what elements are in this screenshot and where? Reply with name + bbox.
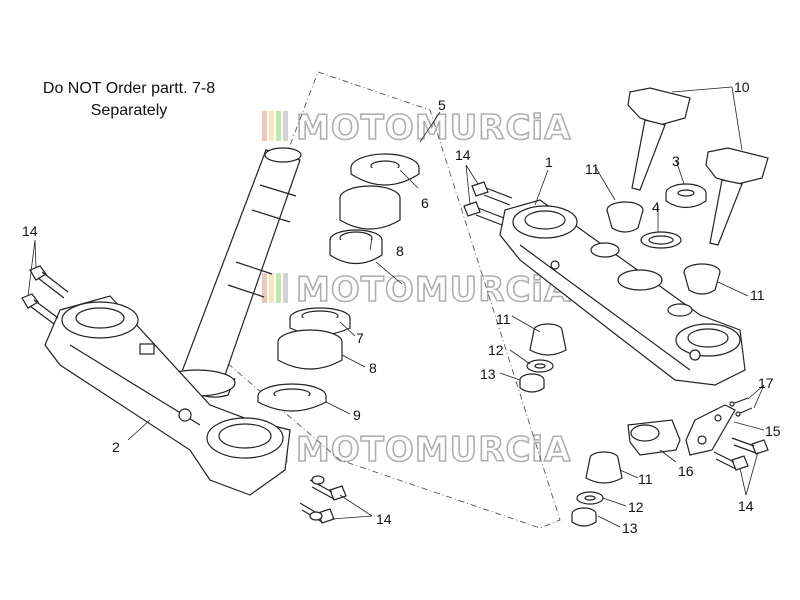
watermark-top: MOTOMURCiA [262, 107, 571, 150]
bolt-14-right-a [731, 437, 769, 455]
nut-13-b [571, 507, 597, 527]
callout-16: 16 [678, 463, 694, 479]
ordering-note-line1: Do NOT Order partt. 7-8 [42, 80, 216, 97]
bolt-14-bottom-upper [309, 475, 347, 501]
callout-9: 9 [353, 407, 361, 423]
dust-seal-6 [350, 153, 420, 186]
callout-12-mid: 12 [488, 342, 504, 358]
upper-triple-clamp [499, 199, 746, 386]
watermark-bottom: MOTOMURCiA [262, 429, 571, 472]
callout-15: 15 [765, 423, 781, 439]
grommet-11-d [585, 451, 623, 484]
callout-6: 6 [421, 195, 429, 211]
bolt-14-upper-b [463, 201, 505, 226]
callout-8-lower: 8 [369, 360, 377, 376]
callout-7: 7 [356, 330, 364, 346]
ordering-note: Do NOT Order partt. 7-8 Separately [14, 78, 244, 122]
handlebar-riser-10-left [627, 87, 691, 191]
damper-block-16 [627, 419, 681, 456]
leader-lines [27, 86, 765, 528]
steering-stem [158, 147, 302, 398]
callout-11-right: 11 [750, 287, 765, 303]
bearing-cup-8-upper [329, 229, 383, 265]
callout-11-top: 11 [585, 161, 600, 177]
callout-1: 1 [545, 154, 553, 170]
callout-5: 5 [438, 97, 446, 113]
nut-13-a [519, 373, 545, 393]
bolt-14-right-b [713, 451, 749, 471]
callout-4: 4 [652, 199, 660, 215]
bolt-14-left-lower [21, 293, 59, 325]
callout-2: 2 [112, 439, 120, 455]
lower-triple-clamp [44, 295, 291, 496]
nut-3 [665, 183, 707, 209]
callout-8-upper: 8 [396, 243, 404, 259]
seal-9 [257, 383, 327, 412]
ordering-note-line2: Separately [90, 102, 168, 119]
grommet-11-a [606, 201, 644, 233]
callout-10: 10 [734, 79, 750, 95]
callout-3: 3 [672, 153, 680, 169]
bolt-14-upper-a [471, 181, 513, 206]
screws-17 [729, 397, 753, 417]
grommet-11-c [529, 323, 567, 356]
washer-12-b [576, 491, 604, 505]
callout-13-bottom: 13 [622, 520, 638, 536]
callout-13-mid: 13 [480, 366, 496, 382]
washer-12-a [526, 359, 554, 373]
callout-17: 17 [758, 375, 774, 391]
callout-11-bottom: 11 [638, 471, 653, 487]
bearing-8-lower [277, 329, 343, 370]
grommet-11-b [683, 263, 721, 295]
callout-labels: 5 14 1 6 8 7 8 9 2 14 14 10 11 3 4 11 11… [22, 79, 781, 536]
handlebar-riser-10-right [705, 147, 769, 246]
callout-11-mid: 11 [496, 311, 511, 327]
bracket-15 [685, 404, 736, 456]
callout-12-bottom: 12 [628, 499, 644, 515]
washer-4 [640, 231, 682, 249]
callout-14-right: 14 [738, 498, 754, 514]
bearing-8-upper [339, 185, 401, 230]
bolt-14-bottom-lower [299, 502, 335, 524]
callout-14-left: 14 [22, 223, 38, 239]
callout-14-bottom: 14 [376, 511, 392, 527]
callout-14-upper: 14 [455, 147, 471, 163]
watermark-middle: MOTOMURCiA [262, 269, 571, 312]
bolt-14-left-upper [29, 265, 69, 299]
